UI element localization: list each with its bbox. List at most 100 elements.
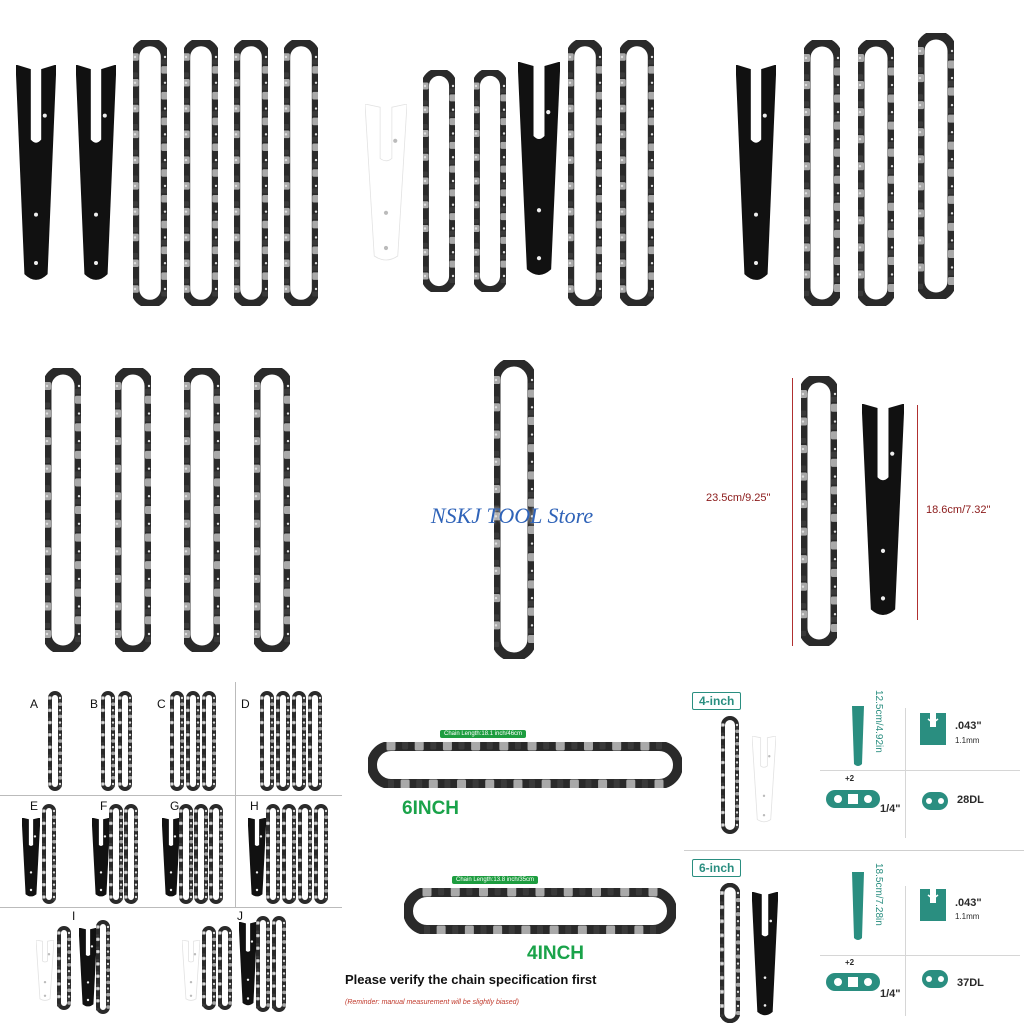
guide-bar [239,922,257,1006]
measurement-reminder: (Reminder: manual measurement will be sl… [345,999,519,1006]
bar-size-icon [852,872,864,940]
saw-chain [118,691,132,791]
pitch-4-inch: 1/4" [880,803,901,815]
saw-chain [179,804,193,904]
guide-bar [248,818,266,897]
saw-chain [42,804,56,904]
option-label-f: F [100,799,108,813]
saw-chain [48,691,62,791]
gauge-mm-6-inch: 1.1mm [955,912,980,921]
drive-plus-6-inch: +2 [845,958,855,967]
option-label-b: B [90,697,99,711]
option-label-e: E [30,799,39,813]
saw-chain [124,804,138,904]
option-label-g: G [170,799,180,813]
guide-bar [79,928,97,1007]
saw-chain [170,691,184,791]
saw-chain [133,40,167,306]
pitch-6-inch: 1/4" [880,988,901,1000]
size-tag-6-inch: 6-inch [692,859,742,877]
saw-chain [858,40,894,306]
saw-chain [282,804,296,904]
chain-dimension-line [792,378,793,646]
saw-chain [284,40,318,306]
saw-chain-horizontal [368,742,682,788]
gauge-icon [920,889,946,921]
saw-chain [423,70,455,292]
drive-links-6-inch: 37DL [957,977,984,989]
bar-size-6-inch: 18.5cm/7.28in [873,863,884,926]
spec-divider [905,886,906,1016]
store-watermark: NSKJ TOOL Store [430,503,594,528]
saw-chain [266,804,280,904]
saw-chain [184,368,220,652]
size-tag-4-inch: 4-inch [692,692,742,710]
saw-chain [256,916,270,1012]
guide-bar [752,892,778,1016]
spec-divider [905,708,906,838]
pitch-icon [826,973,880,991]
drive-links-4-inch: 28DL [957,794,984,806]
grid-line [0,795,342,796]
saw-chain [209,804,223,904]
saw-chain [186,691,200,791]
saw-chain [804,40,840,306]
saw-chain [101,691,115,791]
saw-chain [234,40,268,306]
saw-chain [298,804,312,904]
saw-chain [918,33,954,299]
saw-chain-horizontal [404,888,676,934]
saw-chain [218,926,232,1010]
saw-chain [308,691,322,791]
spec-divider [684,850,1024,851]
gauge-4-inch: .043" [955,720,982,732]
grid-line [235,682,236,907]
saw-chain [109,804,123,904]
drive-plus-4-inch: +2 [845,774,855,783]
gauge-icon [920,713,946,745]
saw-chain [45,368,81,652]
option-label-j: J [237,909,243,923]
option-label-c: C [157,697,166,711]
drive-link-icon [922,970,948,988]
saw-chain [721,716,739,834]
guide-bar-black [16,65,56,280]
chain-length-label: 23.5cm/9.25" [706,492,771,504]
bar-size-icon [852,706,864,766]
saw-chain [474,70,506,292]
saw-chain [292,691,306,791]
guide-bar-black [76,65,116,280]
spec-divider [820,770,1020,771]
saw-chain [115,368,151,652]
saw-chain [202,691,216,791]
saw-chain [620,40,654,306]
guide-bar-black [736,65,776,280]
saw-chain [194,804,208,904]
saw-chain [801,376,837,646]
drive-link-icon [922,792,948,810]
bar-size-4-inch: 12.5cm/4.92in [873,690,884,753]
saw-chain [184,40,218,306]
guide-bar-white [365,104,407,261]
chain-length-tag-6: Chain Length:18.1 inch/46cm [440,730,527,738]
option-label-i: I [72,909,76,923]
spec-divider [820,955,1020,956]
saw-chain [276,691,290,791]
guide-bar [92,818,110,897]
saw-chain [96,920,110,1014]
gauge-mm-4-inch: 1.1mm [955,736,980,745]
guide-bar [752,736,776,823]
bar-dimension-line [917,405,918,620]
option-label-d: D [241,697,250,711]
saw-chain [202,926,216,1010]
option-label-a: A [30,697,39,711]
bar-length-label: 18.6cm/7.32" [926,504,991,516]
gauge-6-inch: .043" [955,897,982,909]
size-label-6-inch: 6INCH [402,798,460,819]
guide-bar [22,818,40,897]
saw-chain [260,691,274,791]
guide-bar-black [518,62,560,275]
size-label-4-inch: 4INCH [527,943,585,964]
verify-notice: Please verify the chain specification fi… [345,972,597,987]
saw-chain [272,916,286,1012]
